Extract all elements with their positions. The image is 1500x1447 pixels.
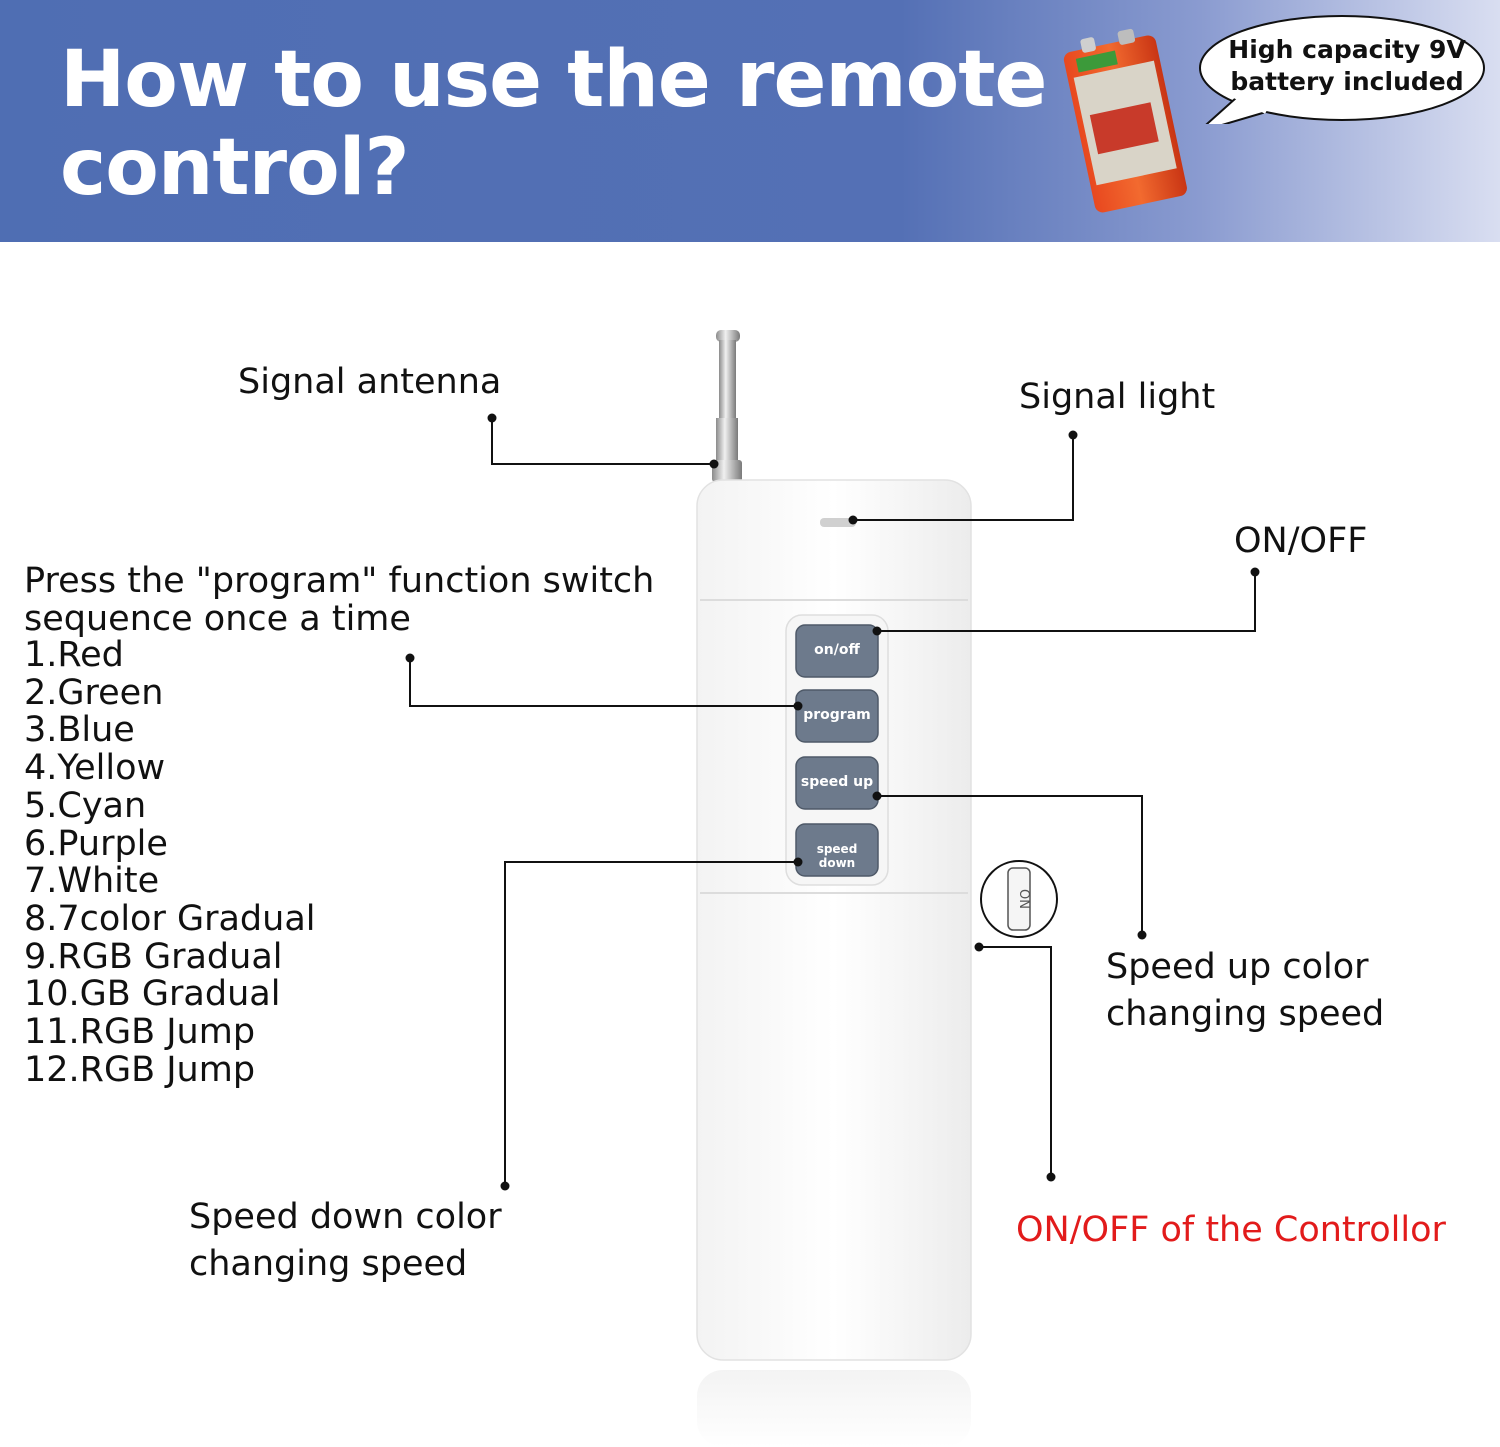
on-off-button[interactable] bbox=[795, 624, 879, 678]
speed-down-button[interactable] bbox=[795, 823, 879, 877]
on-off-label: ON/OFF bbox=[1234, 521, 1368, 561]
speed-down-label-line2: changing speed bbox=[189, 1244, 468, 1284]
program-button[interactable] bbox=[795, 689, 879, 743]
remote-body bbox=[696, 479, 972, 1361]
speed-down-label-line1: Speed down color bbox=[189, 1197, 502, 1237]
switch-label: ON bbox=[1016, 889, 1031, 909]
page-title-line2: control? bbox=[60, 123, 410, 213]
battery-icon bbox=[1063, 28, 1187, 213]
battery-note-line2: battery included bbox=[1230, 67, 1464, 96]
program-instruction-line2: sequence once a time bbox=[24, 599, 411, 639]
signal-light bbox=[820, 518, 856, 527]
speed-up-button-label: speed up bbox=[800, 774, 874, 790]
antenna bbox=[712, 330, 742, 482]
speech-bubble bbox=[1199, 15, 1485, 124]
page-title: How to use the remote control? bbox=[60, 36, 1060, 212]
list-item: 1.Red bbox=[24, 635, 124, 675]
on-off-button-label: on/off bbox=[814, 642, 860, 658]
speed-up-button[interactable] bbox=[795, 756, 879, 810]
program-button-label: program bbox=[803, 707, 871, 723]
speed-up-label-line2: changing speed bbox=[1106, 994, 1385, 1034]
speed-down-button-label: speed down bbox=[816, 842, 858, 870]
list-item: 6.Purple bbox=[24, 823, 168, 864]
battery-note-line1: High capacity 9V bbox=[1228, 35, 1466, 64]
page-title-line1: How to use the remote bbox=[60, 35, 1047, 125]
signal-antenna-label: Signal antenna bbox=[238, 362, 502, 402]
list-item: 2.Green bbox=[24, 672, 164, 713]
list-item: 11.RGB Jump bbox=[24, 1012, 256, 1053]
list-item: 7.White bbox=[24, 861, 160, 902]
list-item: 8.7color Gradual bbox=[24, 898, 316, 939]
signal-light-label: Signal light bbox=[1019, 377, 1216, 417]
program-instruction-line1: Press the "program" function switch bbox=[24, 561, 655, 601]
list-item: 5.Cyan bbox=[24, 785, 147, 826]
controller-on-off-label: ON/OFF of the Controllor bbox=[1016, 1210, 1446, 1250]
list-item: 4.Yellow bbox=[24, 748, 166, 789]
list-item: 3.Blue bbox=[24, 710, 135, 751]
list-item: 9.RGB Gradual bbox=[24, 936, 283, 977]
speed-up-label-line1: Speed up color bbox=[1106, 947, 1369, 987]
list-item: 12.RGB Jump bbox=[24, 1049, 256, 1090]
battery-note: High capacity 9V battery included bbox=[1222, 34, 1472, 98]
program-sequence-list: 1.Red 2.Green 3.Blue 4.Yellow 5.Cyan 6.P… bbox=[24, 635, 316, 1090]
list-item: 10.GB Gradual bbox=[24, 974, 281, 1015]
